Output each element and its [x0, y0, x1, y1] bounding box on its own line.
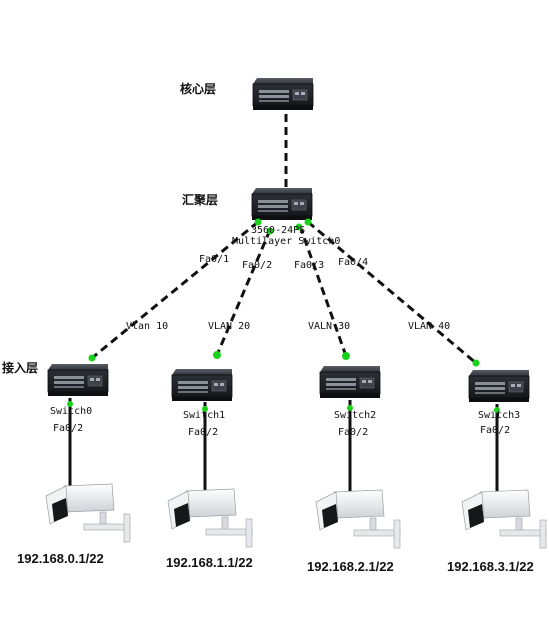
switch3-ip: 192.168.3.1/22 [447, 559, 534, 574]
link-line-vlan40 [307, 220, 477, 365]
access-layer-label: 接入层 [2, 360, 38, 375]
switch1-port: Fa0/2 [188, 427, 218, 438]
distribution-switch-name: Multilayer Switch0 [232, 236, 340, 247]
dist-port-label-1: Fa0/1 [199, 254, 229, 265]
link-line-vlan10 [91, 220, 259, 360]
vlan-label-20: VLAN 20 [208, 321, 250, 332]
link-dot-dist-4 [304, 218, 312, 226]
switch3-port-dot [494, 407, 500, 413]
distribution-layer-label: 汇聚层 [182, 193, 218, 207]
switch3-icon [468, 369, 530, 403]
vlan-label-30: VALN 30 [308, 321, 350, 332]
dist-port-label-4: Fa0/4 [338, 257, 368, 268]
switch1-icon [171, 368, 233, 402]
core-switch-icon [252, 77, 314, 111]
switch2-name: Switch2 [334, 410, 376, 421]
switch2-port: Fa0/2 [338, 427, 368, 438]
link-line-vlan30 [298, 225, 348, 357]
vlan-label-10: Vlan 10 [126, 321, 168, 332]
switch2-port-dot [347, 405, 353, 411]
vlan-label-40: VLAN 40 [408, 321, 450, 332]
distribution-switch-model: 3560-24PS [251, 225, 305, 236]
link-dot-dist-3 [295, 223, 303, 231]
camera-icon-2 [315, 489, 401, 549]
link-dot-dist-2 [266, 227, 274, 235]
link-line-vlan20 [215, 229, 272, 356]
switch3-port: Fa0/2 [480, 425, 510, 436]
access-switch-1: Switch1 Fa0/2 192.168.1.1/22 [166, 368, 253, 570]
switch1-name: Switch1 [183, 410, 225, 421]
access-switch-3: Switch3 Fa0/2 192.168.3.1/22 [447, 369, 547, 574]
switch3-name: Switch3 [478, 410, 520, 421]
dist-port-label-3: Fa0/3 [294, 260, 324, 271]
switch1-ip: 192.168.1.1/22 [166, 555, 253, 570]
switch0-ip: 192.168.0.1/22 [17, 551, 104, 566]
dist-port-label-2: Fa0/2 [242, 260, 272, 271]
switch1-port-dot [202, 406, 208, 412]
switch0-port: Fa0/2 [53, 423, 83, 434]
access-switch-0: Switch0 Fa0/2 192.168.0.1/22 [17, 363, 131, 566]
camera-icon-3 [461, 489, 547, 549]
distribution-switch-icon [251, 187, 313, 221]
camera-icon-0 [45, 483, 131, 543]
link-dot-access-3 [472, 359, 480, 367]
switch0-name: Switch0 [50, 406, 92, 417]
link-dot-access-0 [88, 354, 96, 362]
link-dot-dist-1 [254, 218, 262, 226]
camera-icon-1 [167, 488, 253, 548]
core-layer-label: 核心层 [180, 81, 216, 96]
switch0-port-dot [67, 401, 73, 407]
access-switch-2: Switch2 Fa0/2 192.168.2.1/22 [307, 365, 401, 574]
switch0-icon [47, 363, 109, 397]
link-dot-access-1 [213, 351, 221, 359]
link-dot-access-2 [342, 352, 350, 360]
switch2-ip: 192.168.2.1/22 [307, 559, 394, 574]
switch2-icon [319, 365, 381, 399]
